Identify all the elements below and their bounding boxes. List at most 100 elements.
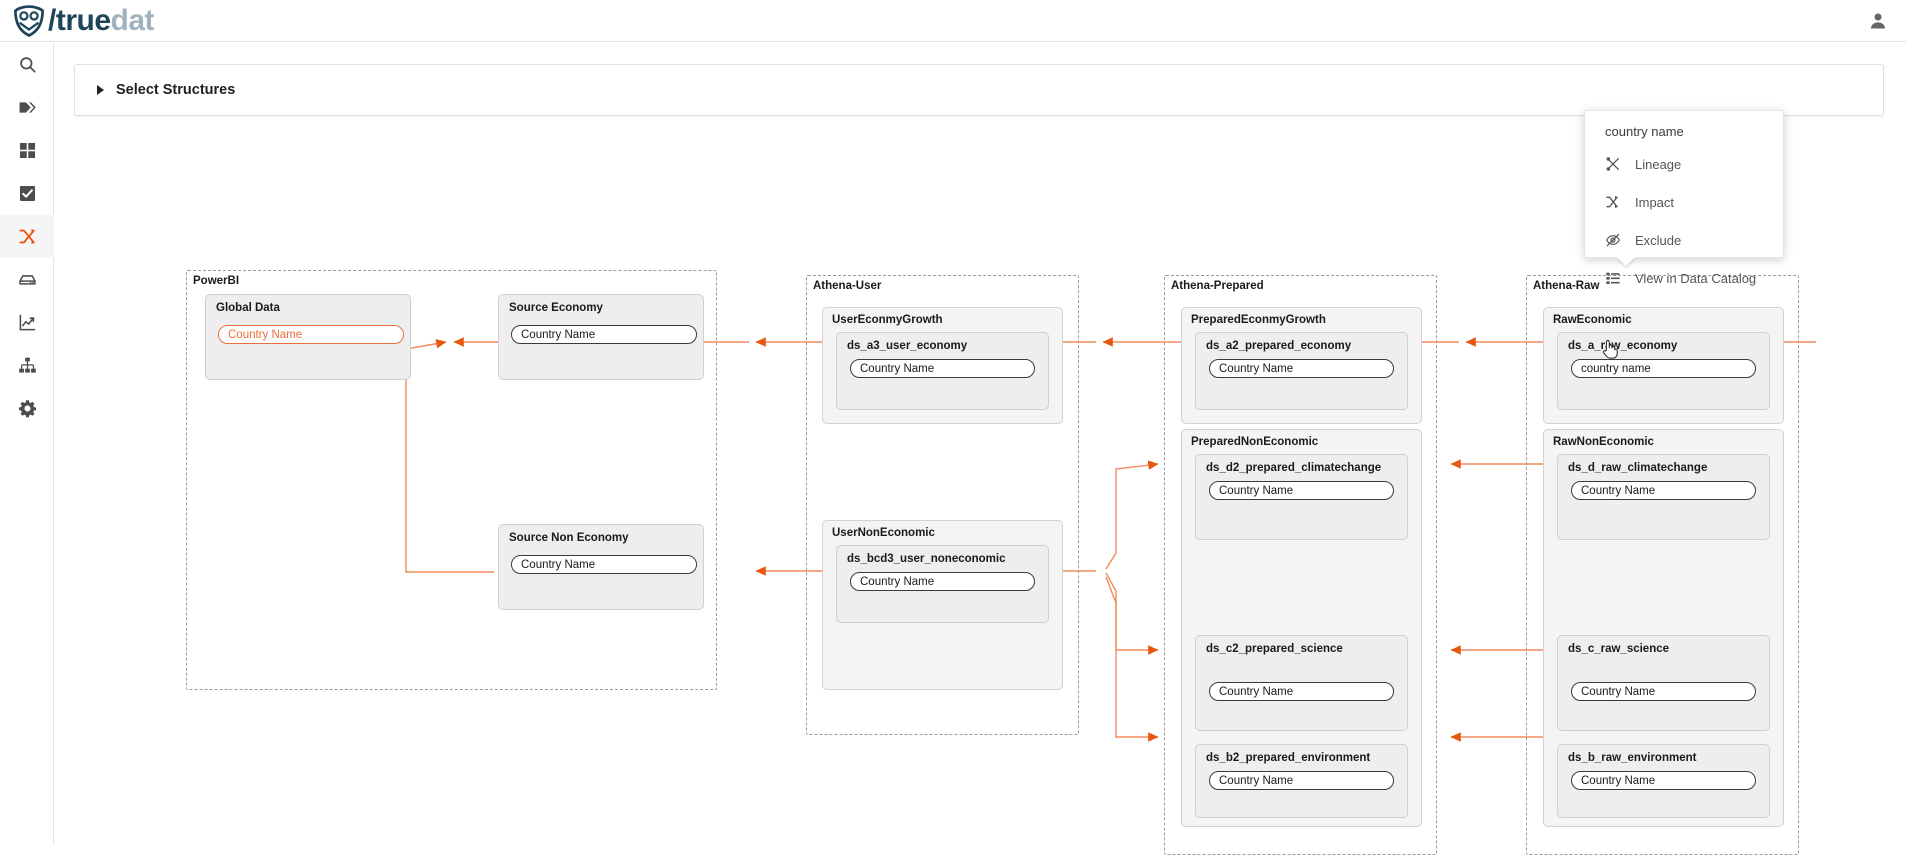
left-sidebar xyxy=(0,43,54,844)
chevron-right-icon xyxy=(97,85,104,95)
logo-slash: / xyxy=(48,4,56,37)
sidebar-item-tags[interactable] xyxy=(0,86,54,129)
node-ds-a-raw-economy[interactable]: ds_a_raw_economy country name xyxy=(1557,332,1770,410)
sidebar-item-hierarchy[interactable] xyxy=(0,344,54,387)
system-label: Athena-Prepared xyxy=(1171,280,1264,292)
group-prepared-econmy-growth[interactable]: PreparedEconmyGrowth ds_a2_prepared_econ… xyxy=(1181,307,1422,424)
field-country-name[interactable]: Country Name xyxy=(218,325,404,344)
node-title: ds_a_raw_economy xyxy=(1568,340,1678,352)
grid-icon xyxy=(19,142,35,159)
group-user-non-economic[interactable]: UserNonEconomic ds_bcd3_user_noneconomic… xyxy=(822,520,1063,690)
node-title: Source Economy xyxy=(509,302,603,314)
field-country-name[interactable]: Country Name xyxy=(1209,481,1394,500)
system-powerbi[interactable]: PowerBI xyxy=(186,270,717,690)
node-ds-c-raw-science[interactable]: ds_c_raw_science Country Name xyxy=(1557,635,1770,731)
group-prepared-non-economic[interactable]: PreparedNonEconomic ds_d2_prepared_clima… xyxy=(1181,429,1422,827)
node-title: Global Data xyxy=(216,302,280,314)
context-menu-item-view-in-data-catalog[interactable]: View in Data Catalog xyxy=(1585,259,1783,297)
select-structures-toggle[interactable]: Select Structures xyxy=(75,65,1883,115)
group-raw-non-economic[interactable]: RawNonEconomic ds_d_raw_climatechange Co… xyxy=(1543,429,1784,827)
panel-title: Select Structures xyxy=(116,82,236,98)
context-menu-item-label: View in Data Catalog xyxy=(1635,270,1757,286)
system-label: PowerBI xyxy=(193,275,240,287)
logo-true: true xyxy=(55,4,111,37)
group-title: RawNonEconomic xyxy=(1553,436,1654,448)
impact-icon xyxy=(1605,194,1621,210)
node-title: ds_a3_user_economy xyxy=(847,340,968,352)
app-logo[interactable]: /truedat xyxy=(12,2,155,40)
system-athena-user[interactable]: Athena-User xyxy=(806,275,1079,735)
node-source-economy[interactable]: Source Economy Country Name xyxy=(498,294,704,380)
logo-wordmark: /truedat xyxy=(48,4,155,37)
chart-icon xyxy=(19,314,35,331)
context-menu-item-label: Impact xyxy=(1635,194,1675,210)
truedat-shield-icon xyxy=(14,5,44,37)
field-country-name[interactable]: Country Name xyxy=(511,325,697,344)
search-icon xyxy=(19,57,35,73)
node-ds-b2-prepared-environment[interactable]: ds_b2_prepared_environment Country Name xyxy=(1195,744,1408,818)
context-menu-item-lineage[interactable]: Lineage xyxy=(1585,145,1783,183)
node-title: ds_a2_prepared_economy xyxy=(1206,340,1352,352)
node-title: ds_bcd3_user_noneconomic xyxy=(847,553,1006,565)
node-ds-bcd3-user-noneconomic[interactable]: ds_bcd3_user_noneconomic Country Name xyxy=(836,545,1049,623)
node-title: ds_b2_prepared_environment xyxy=(1206,752,1371,764)
field-country-name[interactable]: Country Name xyxy=(1209,359,1394,378)
sidebar-item-domains[interactable] xyxy=(0,129,54,172)
context-menu-item-label: Lineage xyxy=(1635,156,1682,172)
lineage-graph-canvas: PowerBI Global Data Country Name Source … xyxy=(54,43,1906,855)
node-ds-a3-user-economy[interactable]: ds_a3_user_economy Country Name xyxy=(836,332,1049,410)
node-ds-c2-prepared-science[interactable]: ds_c2_prepared_science Country Name xyxy=(1195,635,1408,731)
node-ds-b-raw-environment[interactable]: ds_b_raw_environment Country Name xyxy=(1557,744,1770,818)
edge-c2-to-bcd3 xyxy=(1105,572,1159,655)
context-menu-item-impact[interactable]: Impact xyxy=(1585,183,1783,221)
context-menu-title: country name xyxy=(1605,124,1684,139)
group-title: PreparedNonEconomic xyxy=(1191,436,1319,448)
field-country-name[interactable]: Country Name xyxy=(1571,481,1756,500)
field-country-name[interactable]: country name xyxy=(1571,359,1756,378)
edge-b2-to-bcd3 xyxy=(1105,576,1159,742)
node-title: ds_c_raw_science xyxy=(1568,643,1670,655)
list-icon xyxy=(1605,270,1621,286)
field-context-menu: country name Lineage Impact xyxy=(1584,110,1784,286)
group-title: UserNonEconomic xyxy=(832,527,935,539)
lineage-icon xyxy=(1605,156,1621,172)
node-ds-d-raw-climatechange[interactable]: ds_d_raw_climatechange Country Name xyxy=(1557,454,1770,540)
sidebar-item-settings[interactable] xyxy=(0,387,54,430)
shuffle-icon xyxy=(18,228,35,245)
sidebar-item-metrics[interactable] xyxy=(0,301,54,344)
group-user-econmy-growth[interactable]: UserEconmyGrowth ds_a3_user_economy Coun… xyxy=(822,307,1063,424)
field-country-name[interactable]: Country Name xyxy=(1209,771,1394,790)
node-source-non-economy[interactable]: Source Non Economy Country Name xyxy=(498,524,704,610)
field-country-name[interactable]: Country Name xyxy=(1209,682,1394,701)
field-country-name[interactable]: Country Name xyxy=(511,555,697,574)
field-country-name[interactable]: Country Name xyxy=(850,572,1035,591)
tag-icon xyxy=(19,102,36,113)
node-title: ds_c2_prepared_science xyxy=(1206,643,1343,655)
field-country-name[interactable]: Country Name xyxy=(1571,682,1756,701)
context-menu-item-exclude[interactable]: Exclude xyxy=(1585,221,1783,259)
system-label: Athena-Raw xyxy=(1533,280,1600,292)
group-title: PreparedEconmyGrowth xyxy=(1191,314,1326,326)
sidebar-item-search[interactable] xyxy=(0,43,54,86)
node-title: Source Non Economy xyxy=(509,532,629,544)
field-country-name[interactable]: Country Name xyxy=(850,359,1035,378)
sitemap-icon xyxy=(18,357,36,373)
logo-dat: dat xyxy=(110,4,155,37)
sidebar-item-data-sources[interactable] xyxy=(0,258,54,301)
eye-off-icon xyxy=(1605,232,1621,248)
node-ds-a2-prepared-economy[interactable]: ds_a2_prepared_economy Country Name xyxy=(1195,332,1408,410)
group-raw-economic[interactable]: RawEconomic ds_a_raw_economy country nam… xyxy=(1543,307,1784,424)
user-avatar-icon[interactable] xyxy=(1868,11,1888,31)
node-title: ds_d_raw_climatechange xyxy=(1568,462,1708,474)
edge-d2-to-bcd3 xyxy=(1105,460,1159,570)
node-title: ds_d2_prepared_climatechange xyxy=(1206,462,1382,474)
context-menu-item-label: Exclude xyxy=(1635,232,1682,248)
sidebar-item-lineage[interactable] xyxy=(0,215,54,258)
group-title: RawEconomic xyxy=(1553,314,1632,326)
field-country-name[interactable]: Country Name xyxy=(1571,771,1756,790)
checkbox-icon xyxy=(19,185,35,202)
node-global-data[interactable]: Global Data Country Name xyxy=(205,294,411,380)
group-title: UserEconmyGrowth xyxy=(832,314,943,326)
sidebar-item-quality[interactable] xyxy=(0,172,54,215)
node-ds-d2-prepared-climatechange[interactable]: ds_d2_prepared_climatechange Country Nam… xyxy=(1195,454,1408,540)
